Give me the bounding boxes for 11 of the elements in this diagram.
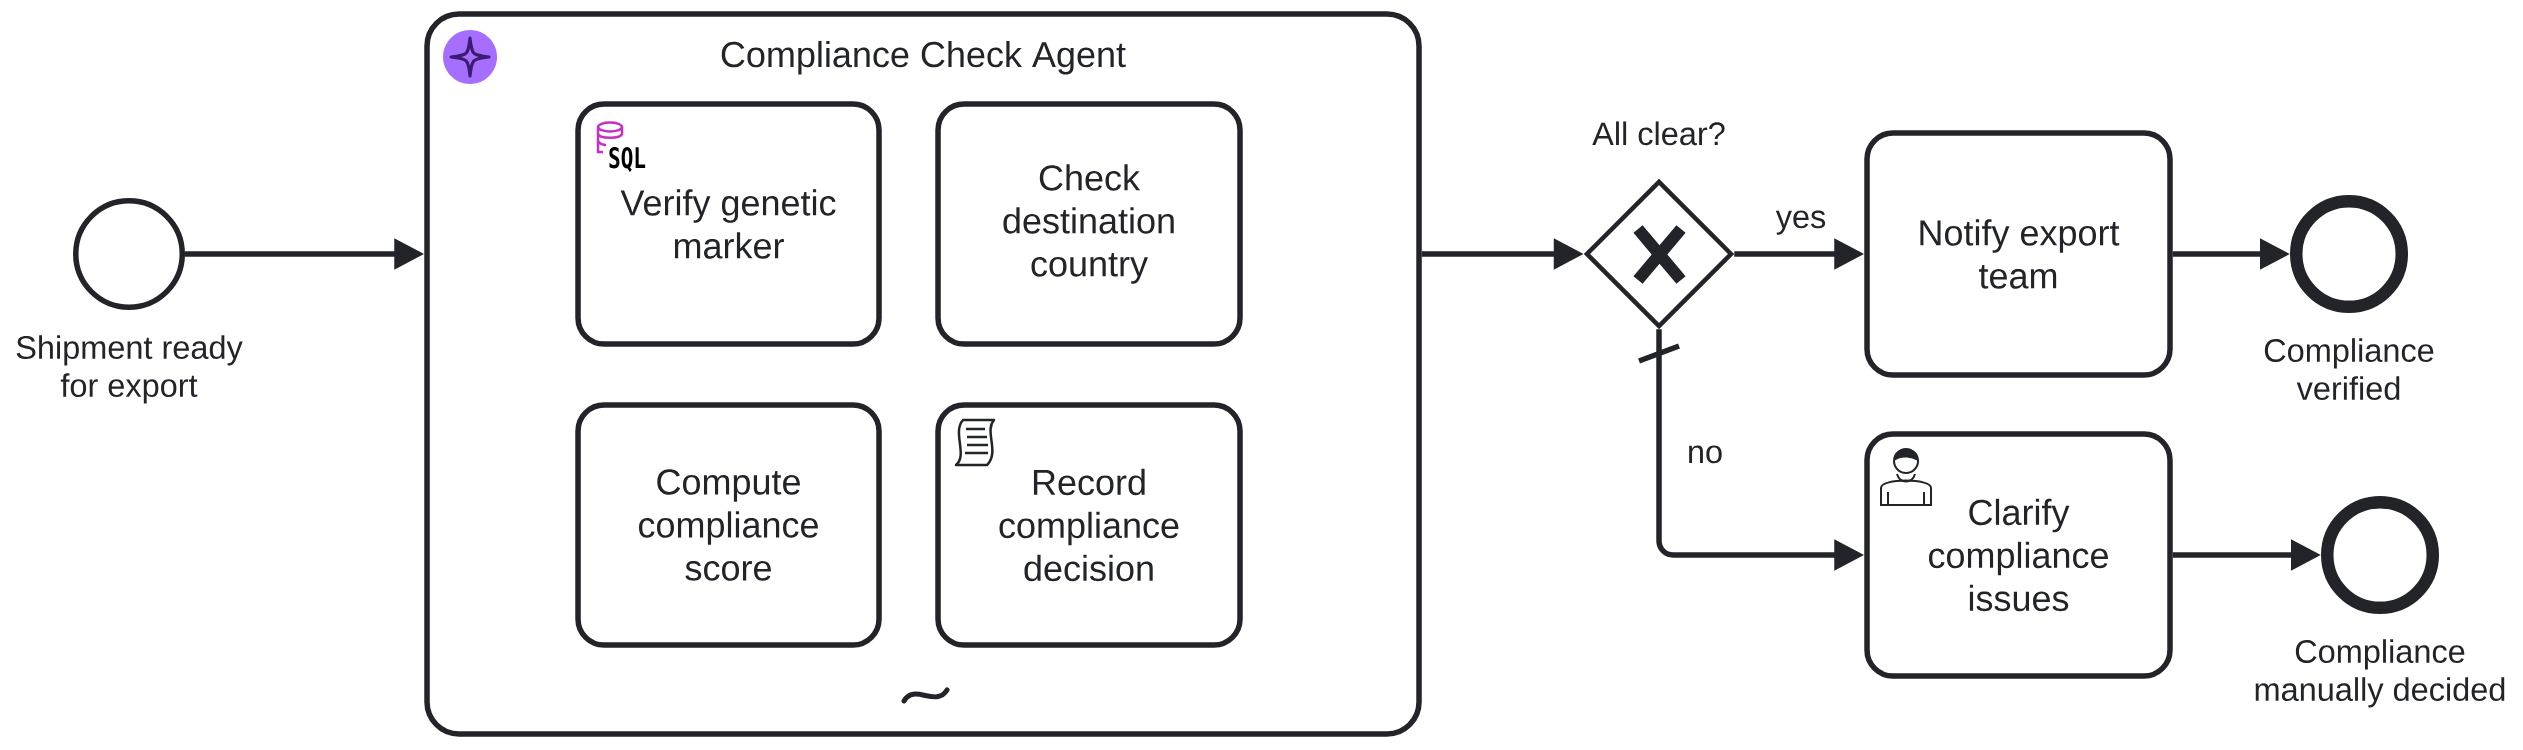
event-label: Compliance manually decided	[2255, 639, 2505, 708]
task-box: Check destination country	[935, 101, 1243, 347]
task-box: Compute compliance score	[575, 402, 882, 648]
event-label: Shipment ready for export	[16, 335, 243, 404]
task-box: Record compliance decision	[935, 402, 1243, 648]
edge-label: yes	[1773, 208, 1829, 237]
task-box: Clarify compliance issues	[1864, 431, 2173, 679]
task-box: Notify export team	[1864, 130, 2173, 378]
edge-label: no	[1684, 443, 1726, 466]
gateway-label: All clear?	[1592, 121, 1725, 146]
event-label: Compliance verified	[2264, 338, 2434, 401]
